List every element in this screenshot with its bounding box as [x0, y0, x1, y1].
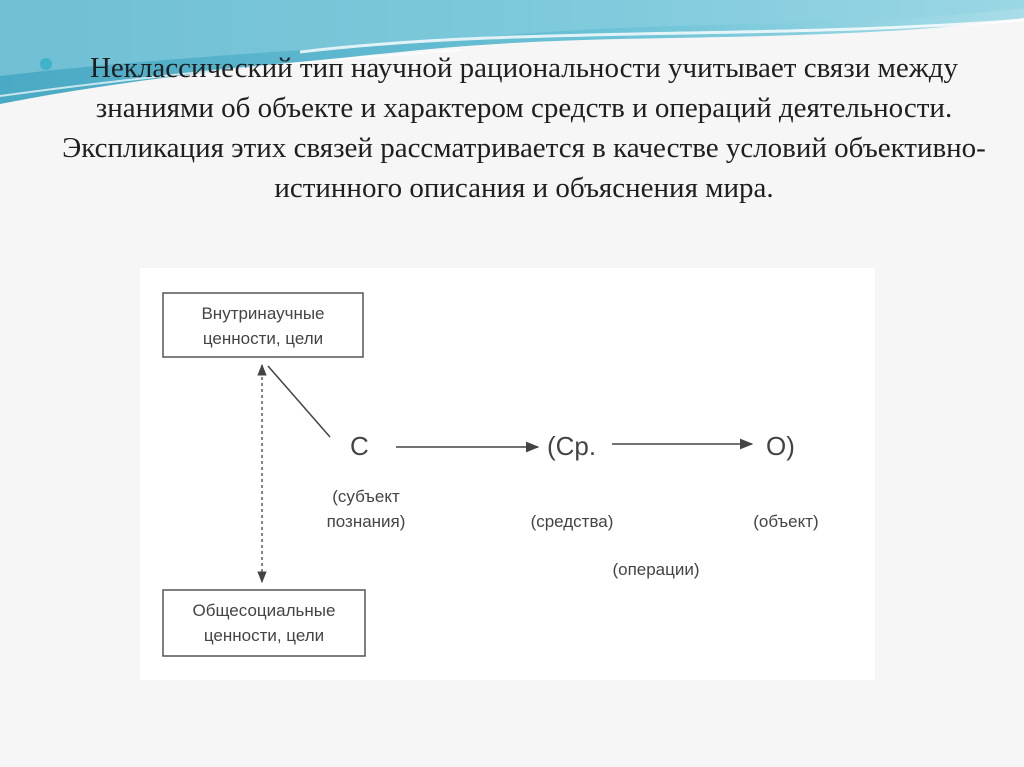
slide-paragraph: Неклассический тип научной рациональност…: [62, 52, 986, 204]
top-wave-decoration: [0, 0, 1024, 104]
label-means: (средства): [531, 512, 614, 531]
label-subject-line-1: (субъект: [332, 487, 400, 506]
node-subject: С: [350, 431, 369, 461]
box-top-line-2: ценности, цели: [203, 329, 323, 348]
label-object: (объект): [753, 512, 818, 531]
bullet-icon: [40, 58, 52, 70]
box-inner-science-values: [162, 292, 364, 358]
node-means: (Ср.: [547, 431, 596, 461]
box-bottom-line-1: Общесоциальные: [193, 601, 336, 620]
subject-to-values-line: [267, 365, 331, 438]
box-bottom-line-2: ценности, цели: [204, 626, 324, 645]
label-subject-line-2: познания): [327, 512, 406, 531]
box-social-values: [162, 589, 366, 657]
label-operations: (операции): [612, 560, 699, 579]
node-object: О): [766, 431, 795, 461]
box-top-line-1: Внутринаучные: [201, 304, 324, 323]
